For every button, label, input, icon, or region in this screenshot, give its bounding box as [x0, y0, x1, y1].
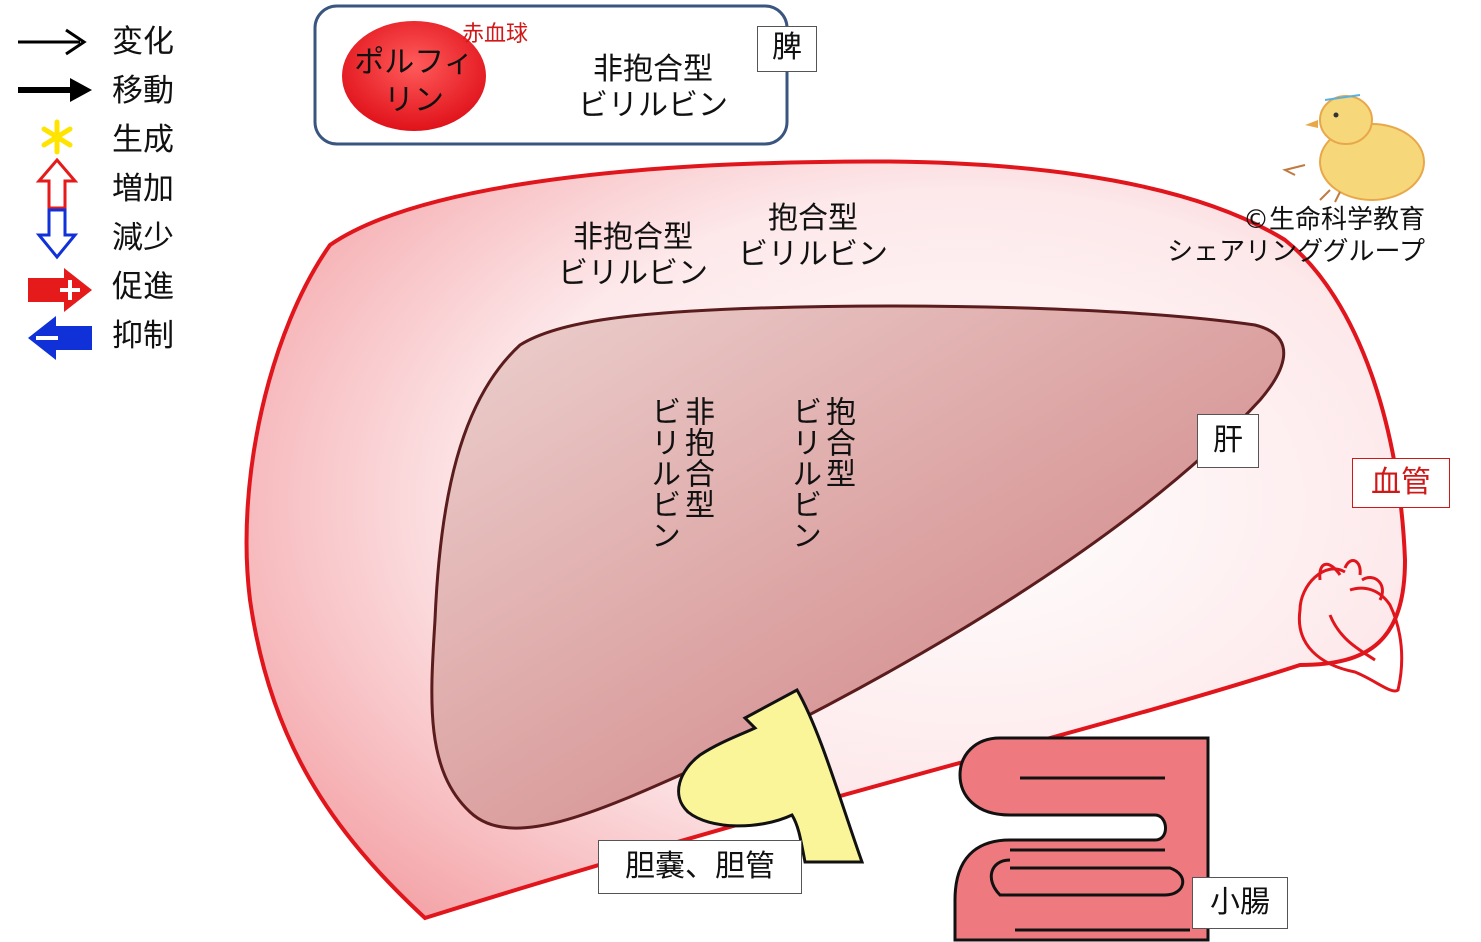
red-plus-arrow-icon — [28, 268, 92, 312]
small-intestine — [953, 736, 1210, 942]
legend-label-promote: 促進 — [112, 269, 174, 305]
porphyrin-label: ポルフィ リン — [354, 45, 474, 118]
asterisk-icon — [41, 119, 73, 155]
thin-arrow-icon — [18, 28, 87, 56]
spleen-box-label: 脾 — [757, 26, 817, 72]
legend-icons — [18, 28, 92, 360]
liver-conjugated-bilirubin: 抱合型 ビリルビン — [786, 396, 855, 551]
red-blood-cell — [342, 21, 486, 131]
legend-label-move: 移動 — [112, 73, 174, 109]
legend-label-change: 変化 — [112, 24, 174, 60]
bold-arrow-icon — [18, 78, 92, 102]
heart-icon — [1297, 559, 1404, 693]
legend-label-produce: 生成 — [112, 122, 174, 158]
blood-vessel-box-label: 血管 — [1352, 458, 1450, 508]
intestine-box-label: 小腸 — [1192, 877, 1288, 929]
liver-box-label: 肝 — [1197, 414, 1259, 468]
copyright-credit: ©生命科学教育 シェアリンググループ — [1167, 205, 1425, 267]
down-hollow-arrow-icon — [35, 208, 79, 260]
legend-label-increase: 増加 — [112, 171, 174, 207]
blue-minus-arrow-icon — [28, 316, 92, 360]
blood-conjugated-bilirubin: 抱合型 ビリルビン — [738, 201, 888, 272]
up-hollow-arrow-icon — [35, 157, 79, 210]
gallbladder-duct — [677, 687, 865, 864]
spleen-unconjugated-bilirubin: 非抱合型 ビリルビン — [578, 52, 728, 123]
chick-illustration-icon — [1282, 94, 1425, 203]
rbc-label: 赤血球 — [462, 22, 529, 47]
legend-label-decrease: 減少 — [112, 220, 174, 256]
gallbladder-box-label: 胆嚢、胆管 — [598, 840, 802, 894]
liver-unconjugated-bilirubin: 非抱合型 ビリルビン — [645, 396, 714, 551]
legend-label-inhibit: 抑制 — [112, 318, 174, 354]
blood-unconjugated-bilirubin: 非抱合型 ビリルビン — [558, 220, 708, 291]
